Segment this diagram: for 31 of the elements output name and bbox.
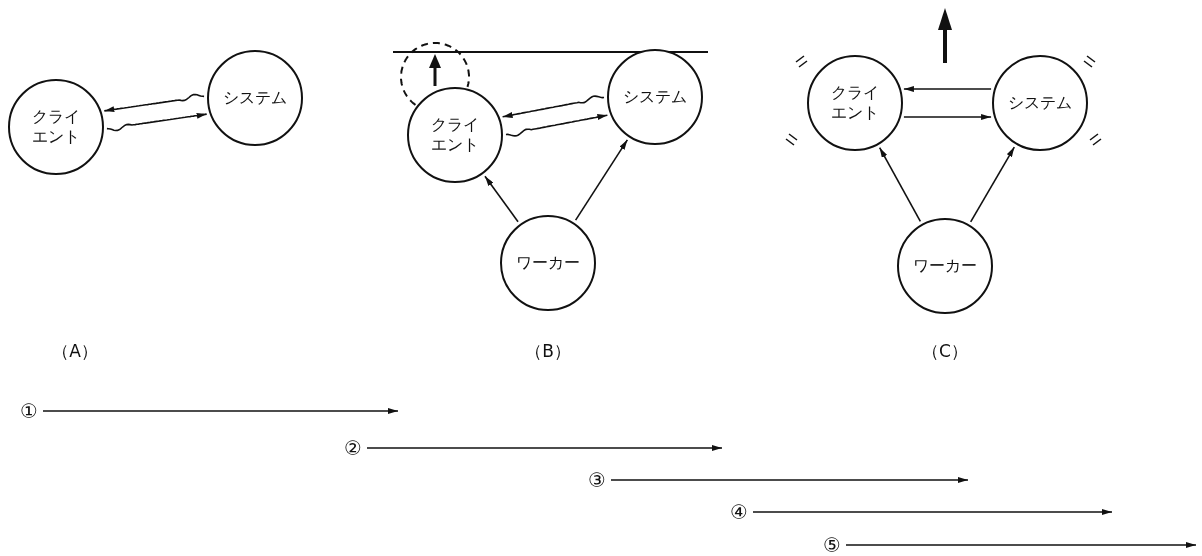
node-label: クライエント — [830, 83, 880, 123]
arrow — [574, 139, 629, 221]
node-label: クライエント — [31, 107, 81, 147]
panel-label: （A） — [52, 340, 98, 363]
wavy-arrow — [103, 93, 205, 113]
node-label: システム — [223, 88, 287, 108]
step-number: ③ — [585, 468, 609, 492]
arrow — [878, 146, 922, 223]
step-number: ⑤ — [820, 533, 844, 556]
step-number: ① — [17, 399, 41, 423]
arrow — [484, 175, 519, 223]
panel-label: （C） — [922, 340, 968, 363]
wavy-arrow — [501, 95, 605, 118]
arrow — [969, 146, 1016, 223]
node-label: ワーカー — [913, 256, 977, 276]
arrow — [903, 114, 992, 120]
arrow — [903, 86, 992, 92]
step-number: ④ — [727, 500, 751, 524]
panel-label: （B） — [525, 340, 571, 363]
arrow — [42, 408, 399, 414]
node-label: クライエント — [430, 115, 480, 155]
arrow — [845, 542, 1197, 548]
node-label: ワーカー — [516, 253, 580, 273]
arrow — [610, 477, 969, 483]
node-label: システム — [1008, 93, 1072, 113]
wavy-arrow — [505, 114, 609, 137]
step-number: ② — [341, 436, 365, 460]
arrow — [366, 445, 723, 451]
wavy-arrow — [106, 112, 208, 132]
arrow — [752, 509, 1113, 515]
node-label: システム — [623, 87, 687, 107]
